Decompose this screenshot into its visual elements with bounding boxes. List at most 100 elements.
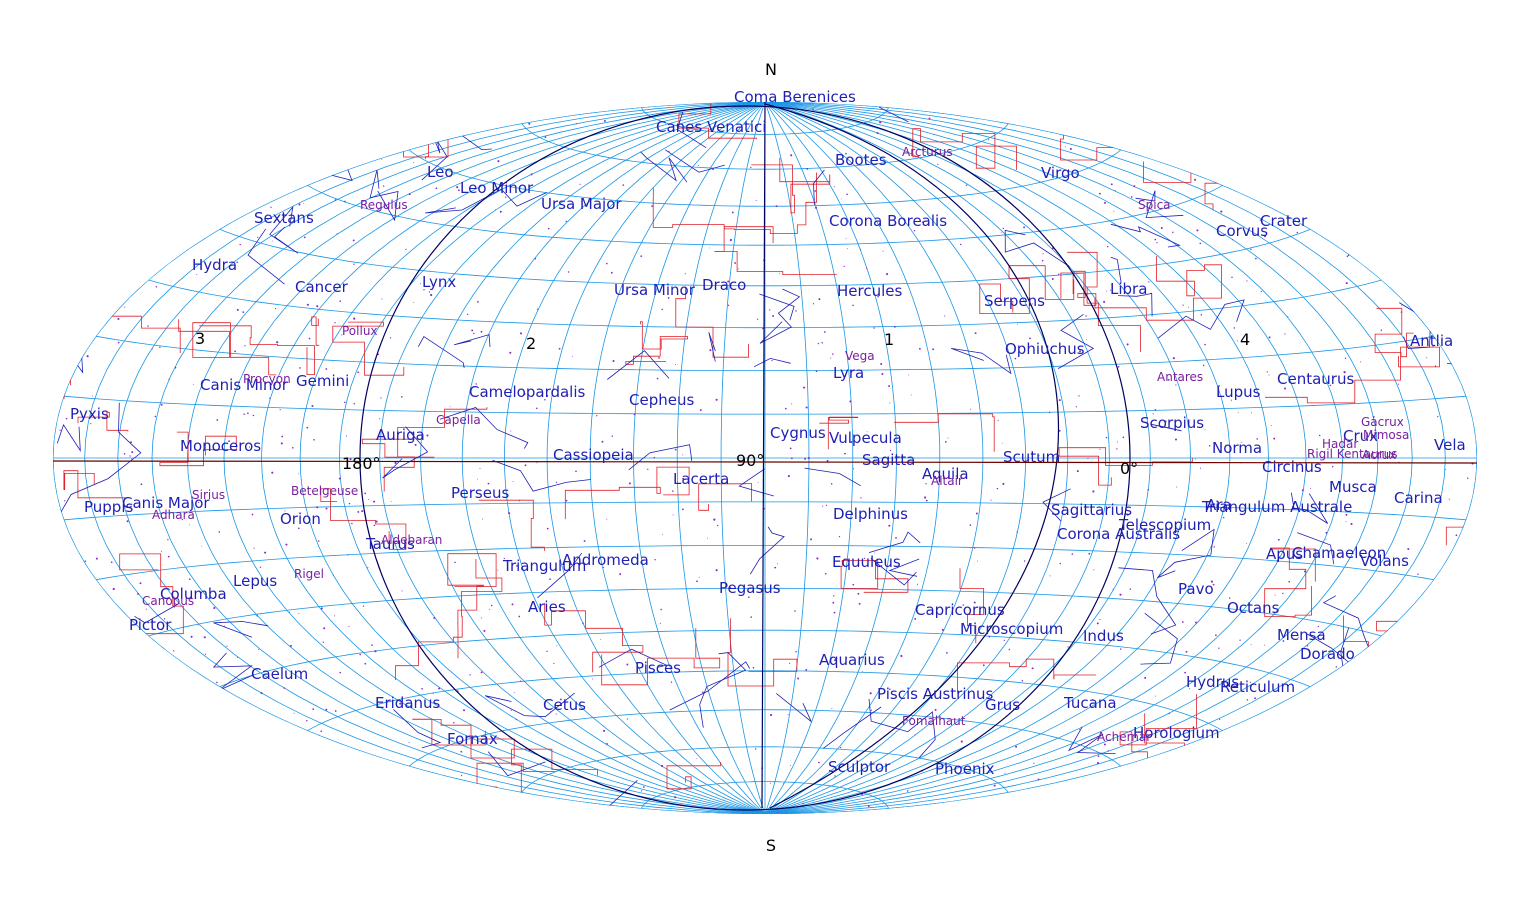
star-dot: [179, 808, 181, 811]
star-dot: [229, 157, 232, 160]
central-meridian: [761, 101, 766, 809]
constellation-label: Tucana: [1063, 694, 1117, 712]
star-dot: [1104, 201, 1106, 204]
constellation-label: Fornax: [447, 730, 498, 748]
constellation-boundary: [436, 102, 496, 119]
star-dot: [477, 301, 479, 303]
star-dot: [575, 470, 577, 473]
star-label: Spica: [1138, 198, 1171, 212]
star-dot: [640, 790, 643, 792]
star-dot: [379, 418, 381, 420]
star-dot: [1345, 282, 1348, 285]
star-dot: [830, 483, 833, 485]
constellation-figure: [142, 647, 180, 687]
star-dot: [351, 522, 353, 525]
star-dot: [523, 392, 526, 395]
star-dot: [512, 481, 514, 483]
star-dot: [216, 681, 218, 684]
star-dot: [1227, 137, 1229, 140]
constellation-label: Cygnus: [770, 424, 826, 442]
constellation-boundary: [478, 499, 545, 551]
star-dot: [1184, 137, 1186, 139]
constellation-boundary: [819, 416, 859, 450]
star-dot: [825, 572, 827, 575]
constellation-label: Cassiopeia: [553, 446, 634, 464]
star-dot: [318, 734, 320, 736]
star-dot: [1399, 147, 1402, 150]
star-dot: [858, 439, 860, 441]
star-dot: [261, 716, 263, 718]
star-dot: [226, 645, 228, 647]
star-dot: [1178, 537, 1180, 539]
star-dot: [880, 362, 883, 366]
star-dot: [823, 331, 826, 333]
star-dot: [603, 729, 606, 732]
star-dot: [522, 103, 524, 106]
star-dot: [327, 742, 329, 745]
constellation-figure: [870, 558, 917, 586]
star-dot: [161, 628, 163, 631]
star-dot: [325, 708, 328, 711]
constellation-label: Phoenix: [935, 760, 995, 778]
star-dot: [223, 168, 226, 171]
constellation-label: Mensa: [1277, 626, 1326, 644]
star-dot: [789, 447, 792, 450]
constellation-figure: [213, 621, 269, 638]
star-dot: [244, 576, 246, 579]
star-dot: [1000, 231, 1002, 233]
constellation-label: Vulpecula: [829, 429, 902, 447]
great-circle-right: [764, 103, 1059, 809]
constellation-boundary: [159, 431, 237, 467]
star-dot: [559, 698, 562, 701]
star-dot: [619, 573, 622, 576]
star-dot: [1288, 580, 1291, 583]
constellation-figure: [813, 169, 825, 205]
constellation-figure: [1110, 256, 1122, 283]
star-dot: [633, 413, 636, 416]
star-dot: [289, 141, 291, 143]
star-dot: [668, 150, 670, 152]
star-dot: [105, 613, 108, 616]
star-dot: [1301, 489, 1304, 492]
star-dot: [592, 678, 593, 680]
star-dot: [1276, 559, 1279, 562]
star-dot: [910, 394, 912, 396]
constellation-figure: [699, 652, 747, 728]
star-dot: [1273, 437, 1276, 440]
star-dot: [527, 120, 529, 122]
star-dot: [702, 691, 704, 694]
star-dot: [558, 347, 561, 350]
star-dot: [674, 448, 677, 451]
star-dot: [863, 557, 866, 560]
star-dot: [1317, 625, 1319, 628]
star-dot: [364, 662, 367, 665]
star-dot: [313, 439, 315, 441]
constellation-figure: [201, 112, 240, 130]
constellation-label: Sculptor: [828, 758, 891, 776]
constellation-figure: [822, 706, 882, 749]
star-dot: [1099, 192, 1101, 195]
constellation-label: Hydra: [192, 256, 237, 274]
star-dot: [339, 300, 342, 303]
star-dot: [907, 102, 909, 104]
star-dot: [421, 687, 423, 690]
star-dot: [1167, 726, 1169, 728]
star-label: Canopus: [142, 594, 194, 608]
star-dot: [1282, 640, 1285, 642]
star-dot: [413, 301, 415, 303]
star-label: Betelgeuse: [291, 484, 358, 498]
constellation-figure: [1157, 528, 1215, 579]
star-dot: [503, 557, 505, 560]
star-dot: [1250, 644, 1252, 646]
star-dot: [859, 248, 862, 250]
star-dot: [298, 612, 300, 614]
parallel-line: [148, 587, 1382, 637]
constellation-figure: [1042, 488, 1071, 522]
star-dot: [833, 186, 835, 188]
star-dot: [812, 108, 814, 111]
star-dot: [933, 133, 935, 136]
star-dot: [400, 395, 403, 398]
star-dot: [1105, 436, 1108, 439]
star-dot: [267, 139, 269, 141]
star-dot: [869, 692, 872, 695]
